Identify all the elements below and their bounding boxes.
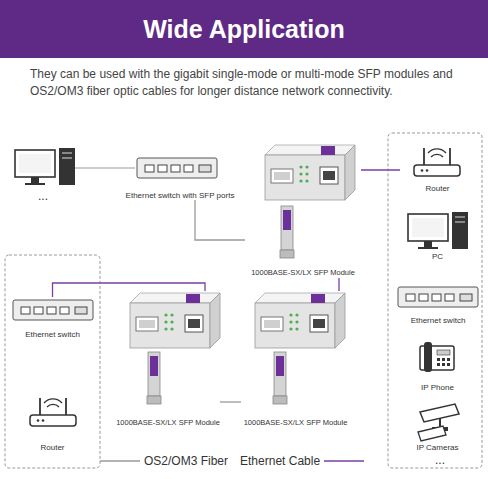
legend-line-sample — [100, 458, 140, 464]
subtitle-text: They can be used with the gigabit single… — [30, 66, 460, 100]
legend: OS2/OM3 Fiber Ethernet Cable — [100, 454, 364, 468]
phone-icon — [420, 342, 454, 372]
header-band: Wide Application — [0, 0, 488, 58]
media-converter — [130, 293, 220, 348]
media-converter — [265, 145, 355, 200]
pc-icon — [408, 212, 468, 249]
switch-node: Ethernet switch — [10, 297, 95, 339]
router-node: Router — [400, 141, 475, 193]
ellipsis-label: ... — [28, 190, 58, 202]
node-label: 1000BASE-SX/LX SFP Module — [116, 419, 220, 428]
node-label: 1000BASE-SX/LX SFP Module — [245, 269, 361, 278]
media-converter — [255, 293, 345, 348]
converter-node: 1000BASE-SX/LX SFP Module — [245, 143, 361, 278]
legend-item: OS2/OM3 Fiber — [100, 454, 228, 468]
switch-icon — [137, 158, 217, 178]
cable-connector — [361, 169, 400, 170]
cable-connector — [338, 278, 339, 291]
group-panel — [388, 133, 482, 468]
node-label: IP Phone — [400, 383, 475, 392]
pc-icon — [15, 148, 75, 185]
camera-icon — [418, 404, 459, 441]
switch-node: Ethernet switch with SFP ports — [120, 155, 240, 200]
switch-icon — [398, 287, 478, 307]
sfp-module — [147, 352, 161, 404]
sfp-module — [280, 206, 294, 258]
camera-node: IP Cameras — [400, 402, 475, 452]
legend-item: Ethernet Cable — [240, 454, 364, 468]
node-label: Ethernet switch — [396, 316, 480, 325]
sfp-module — [273, 352, 287, 404]
switch-node: Ethernet switch — [396, 283, 480, 325]
router-icon — [414, 148, 460, 176]
node-label: Ethernet switch with SFP ports — [120, 191, 240, 200]
legend-line-sample — [324, 458, 364, 464]
ellipsis-label: ... — [425, 454, 455, 466]
router-node: Router — [20, 392, 85, 452]
node-label: Router — [20, 443, 85, 452]
title-text: Wide Application — [143, 15, 345, 44]
router-icon — [30, 398, 76, 426]
converter-node: 1000BASE-SX/LX SFP Module — [241, 291, 350, 428]
ethernet-wire — [75, 168, 135, 169]
node-label: 1000BASE-SX/LX SFP Module — [241, 419, 350, 428]
cable-connector — [195, 200, 245, 240]
node-label: PC — [400, 252, 475, 261]
converter-node: 1000BASE-SX/LX SFP Module — [116, 291, 220, 428]
legend-text: OS2/OM3 Fiber — [144, 454, 228, 468]
pc-node: PC — [400, 209, 475, 261]
cable-connector — [220, 401, 241, 402]
node-label: Ethernet switch — [10, 330, 95, 339]
legend-text: Ethernet Cable — [240, 454, 320, 468]
node-label: IP Cameras — [400, 443, 475, 452]
cable-connector — [53, 283, 206, 297]
node-label: Router — [400, 184, 475, 193]
phone-node: IP Phone — [400, 340, 475, 392]
switch-icon — [13, 300, 93, 320]
